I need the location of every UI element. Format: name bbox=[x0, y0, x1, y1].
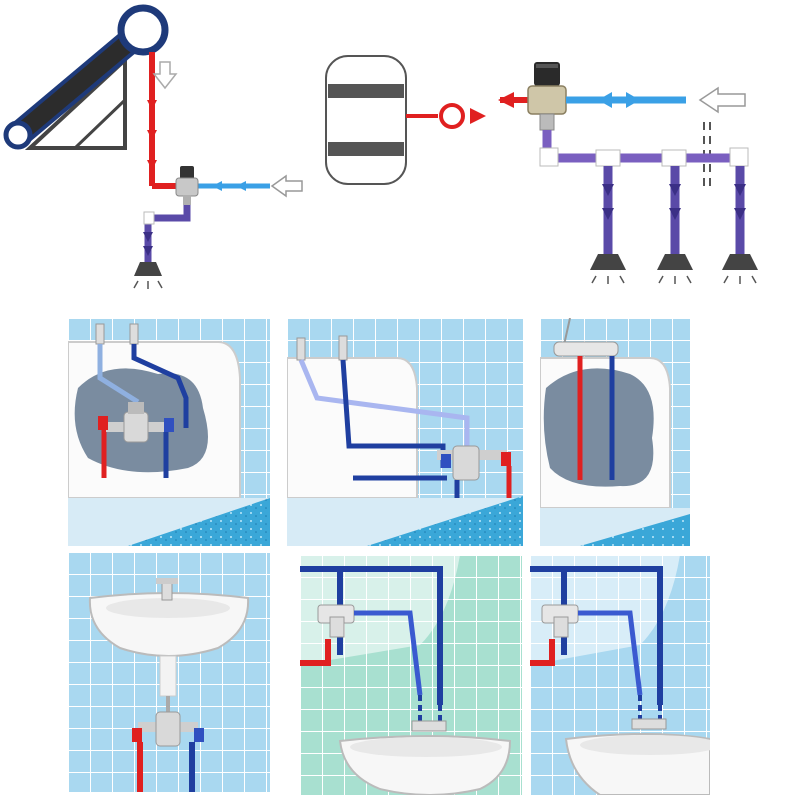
water-floor bbox=[128, 498, 270, 546]
shower-head-icon bbox=[657, 254, 693, 284]
thermostatic-valve-icon bbox=[527, 62, 567, 131]
panel-bathtub-exposed bbox=[287, 318, 523, 546]
thermostatic-valve-icon bbox=[541, 604, 579, 638]
panel-basin-green bbox=[300, 555, 522, 795]
mixed-pipe bbox=[143, 205, 191, 262]
solar-collector-icon bbox=[3, 4, 169, 150]
inlet-arrow-icon bbox=[270, 174, 303, 198]
panel-bathtub-concealed bbox=[68, 318, 270, 546]
hot-pipe bbox=[406, 92, 528, 129]
bathtub bbox=[287, 357, 418, 499]
water-floor bbox=[580, 514, 690, 546]
shower-head-icon bbox=[590, 254, 626, 284]
thermostatic-valve-icon bbox=[175, 166, 199, 205]
water-floor bbox=[367, 496, 523, 546]
solar-system-diagram bbox=[3, 4, 303, 289]
shower-head-icon bbox=[722, 254, 758, 284]
water-heater-icon bbox=[325, 55, 407, 185]
panel-washbasin bbox=[68, 552, 270, 792]
thermostatic-valve-icon bbox=[437, 445, 511, 481]
washbasin-icon bbox=[338, 720, 512, 795]
thermostatic-valve-icon bbox=[98, 402, 174, 443]
washbasin-icon bbox=[88, 578, 250, 697]
collector-stand bbox=[24, 55, 127, 150]
thermostatic-valve-icon bbox=[553, 341, 619, 357]
mixed-pipe bbox=[539, 130, 749, 254]
washbasin-icon bbox=[564, 718, 710, 795]
inlet-arrow-icon bbox=[698, 86, 746, 114]
wall-hole bbox=[543, 368, 654, 487]
shower-head-icon bbox=[133, 262, 163, 289]
panel-basin-blue bbox=[530, 555, 710, 795]
thermostatic-valve-icon bbox=[132, 711, 204, 747]
thermostatic-valve-icon bbox=[317, 604, 355, 638]
outlet-arrow-icon bbox=[152, 61, 178, 90]
panel-shower-wall bbox=[540, 318, 690, 546]
cold-pipe bbox=[566, 92, 686, 108]
hot-pipe bbox=[147, 52, 178, 189]
boiler-system-diagram bbox=[325, 55, 758, 284]
cold-pipe bbox=[198, 181, 270, 191]
